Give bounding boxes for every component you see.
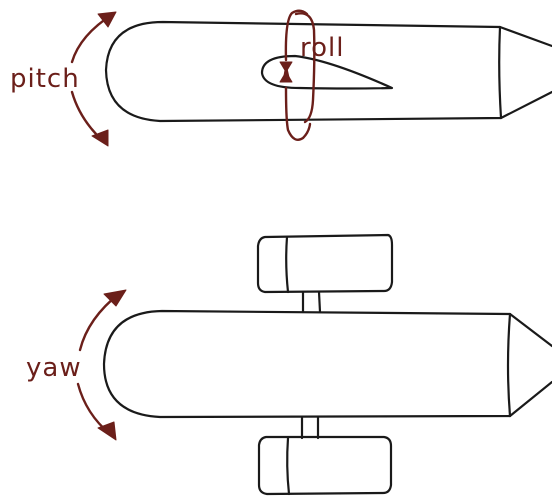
lower-fin [257,435,393,496]
fin-cross-section [260,54,394,90]
bottom-body [102,309,512,419]
lower-fin-divider [286,436,291,496]
top-view: roll pitch [10,9,552,147]
pitch-arrowhead-bottom-icon [91,129,109,147]
top-nose-cone [498,25,552,120]
bottom-view: yaw [26,233,552,496]
roll-arrowhead-icon [282,63,291,83]
upper-fin-stem [301,290,322,314]
yaw-arrow [76,291,122,436]
roll-label: roll [300,33,344,63]
yaw-arrowhead-top-icon [103,289,127,307]
pitch-arrowhead-top-icon [97,11,117,28]
top-body [104,20,503,123]
roll-arrow-lower [284,86,312,141]
roll-arrow [294,12,316,124]
yaw-label: yaw [26,353,82,383]
upper-fin [256,233,394,294]
roll-arrow-upper [284,9,309,62]
lower-fin-stem [300,415,320,440]
pitch-label: pitch [10,64,80,94]
yaw-arrowhead-bottom-icon [97,421,117,441]
upper-fin-divider [285,235,290,294]
bottom-nose-cone [508,312,552,418]
